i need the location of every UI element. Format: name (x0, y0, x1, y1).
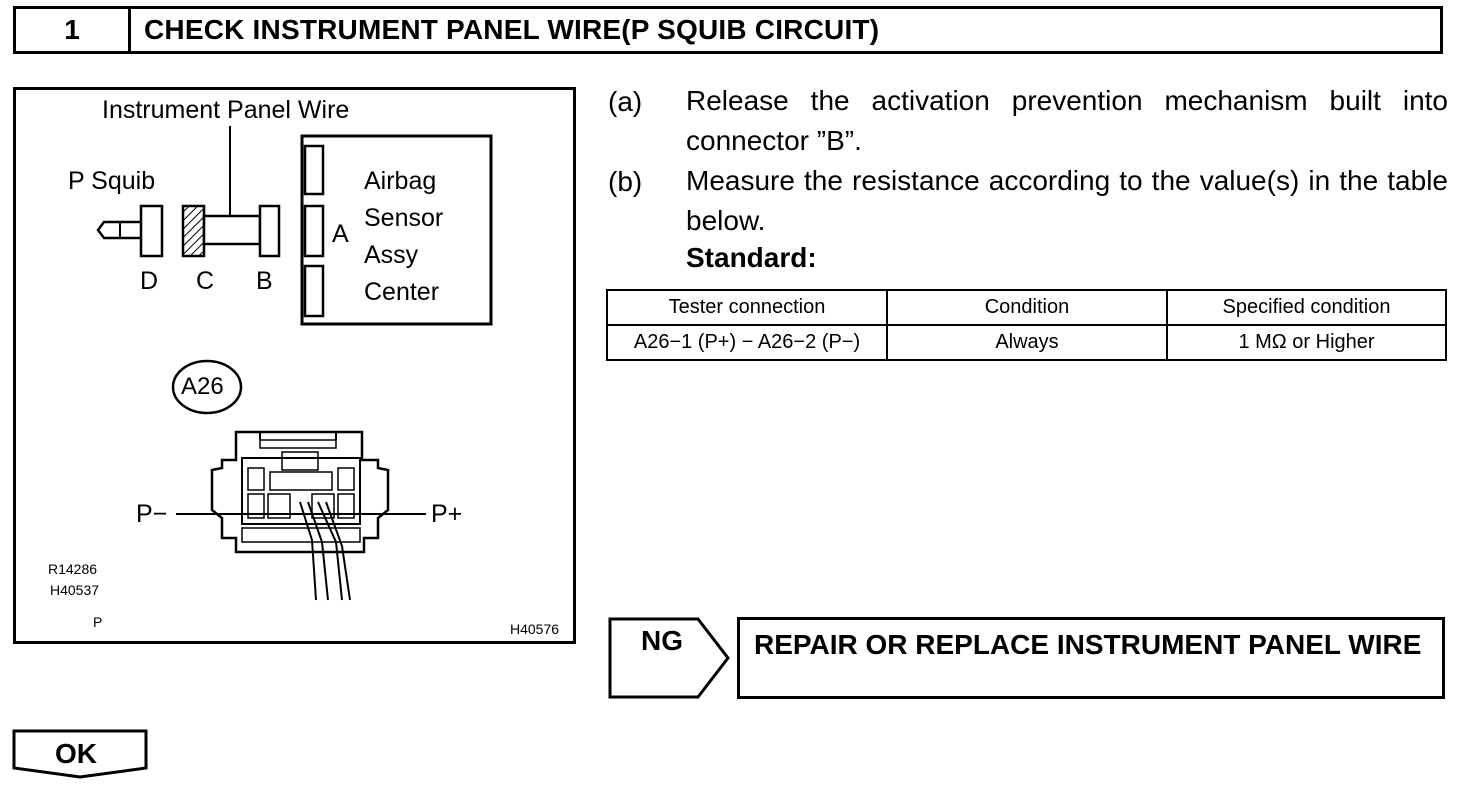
terminal-minus-label: P− (136, 500, 168, 528)
step-a-letter: (a) (608, 86, 643, 117)
step-header: 1 CHECK INSTRUMENT PANEL WIRE(P SQUIB CI… (13, 6, 1443, 54)
table-header: Tester connection (606, 289, 888, 326)
step-a-text: Release the activation prevention mechan… (686, 85, 1448, 156)
connector-code-label: A26 (181, 373, 224, 400)
table-header-row: Tester connection Condition Specified co… (606, 289, 1447, 326)
terminal-plus-label: P+ (431, 500, 463, 528)
table-header: Condition (886, 289, 1168, 326)
ok-arrow-box (12, 729, 148, 779)
connector-c (181, 204, 206, 258)
connector-c-label: C (196, 267, 215, 295)
connector-a-label: A (332, 220, 349, 248)
ok-label: OK (55, 738, 97, 769)
connector-a (303, 204, 325, 258)
wiring-illustration (96, 126, 493, 601)
connector-d (139, 204, 164, 258)
table-header: Specified condition (1166, 289, 1447, 326)
table-cell: A26−1 (P+) − A26−2 (P−) (606, 324, 888, 361)
connector-b-label: B (256, 267, 273, 295)
ng-action-box: REPAIR OR REPLACE INSTRUMENT PANEL WIRE (737, 617, 1445, 699)
p-squib-label: P Squib (68, 167, 156, 195)
connector-face-outline (210, 430, 390, 554)
instrument-panel-wire-label: Instrument Panel Wire (102, 96, 350, 124)
sensor-label-line1: Airbag (364, 167, 437, 195)
step-title: CHECK INSTRUMENT PANEL WIRE(P SQUIB CIRC… (144, 14, 880, 45)
ng-arrow-box (608, 617, 730, 699)
ref-code-2: H40537 (50, 582, 100, 598)
table-cell: 1 MΩ or Higher (1166, 324, 1447, 361)
ref-code-1: R14286 (48, 561, 98, 577)
sensor-label-line3: Assy (364, 241, 419, 269)
step-b-letter: (b) (608, 166, 643, 197)
sensor-label-line4: Center (364, 278, 440, 306)
connector-d-label: D (140, 267, 159, 295)
sensor-label-line2: Sensor (364, 204, 444, 232)
ng-label: NG (641, 625, 683, 656)
connector-diagram: Instrument Panel Wire P Squib D C B A Ai… (13, 87, 576, 644)
step-number: 1 (16, 9, 131, 51)
table-row: A26−1 (P+) − A26−2 (P−) Always 1 MΩ or H… (606, 324, 1447, 361)
airbag-sensor-box (300, 134, 493, 326)
squib-plug-tip (96, 220, 120, 240)
spec-table: Tester connection Condition Specified co… (606, 289, 1447, 361)
ng-action-text: REPAIR OR REPLACE INSTRUMENT PANEL WIRE (754, 629, 1422, 660)
connector-b (258, 204, 281, 258)
standard-label: Standard: (686, 242, 817, 273)
step-b-text: Measure the resistance according to the … (686, 165, 1448, 236)
table-cell: Always (886, 324, 1168, 361)
connector-code-oval (171, 359, 243, 415)
figure-id: H40576 (510, 621, 560, 637)
ref-code-3: P (93, 614, 103, 630)
wire-body (202, 214, 262, 246)
